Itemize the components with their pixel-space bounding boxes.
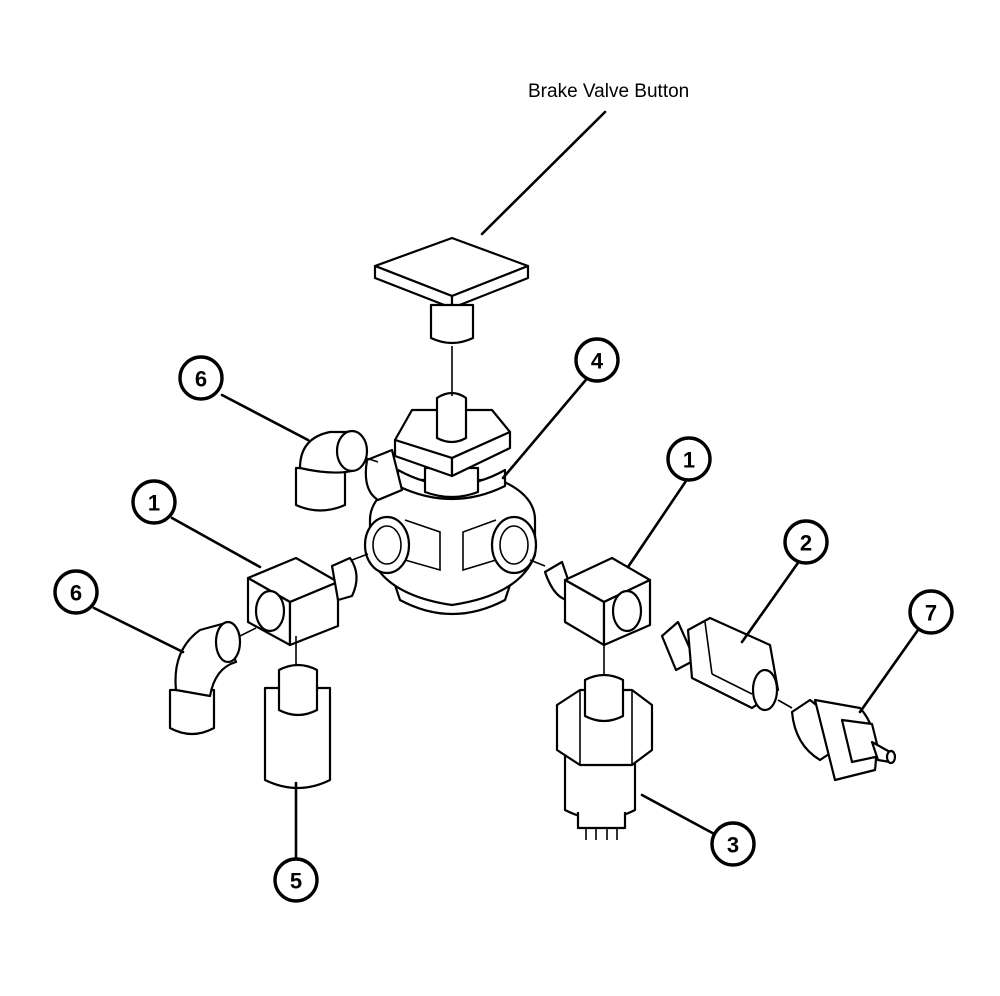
callout-7-leader bbox=[858, 628, 920, 714]
callout-7-text: 7 bbox=[925, 601, 937, 626]
callout-2-text: 2 bbox=[800, 531, 812, 556]
callout-3-leader bbox=[640, 793, 720, 838]
callout-4-leader bbox=[501, 373, 592, 480]
right-tee-fitting-part bbox=[529, 556, 652, 676]
callout-7: 7 bbox=[908, 589, 954, 635]
hex-adapter-part bbox=[660, 616, 793, 712]
callout-6-lower: 6 bbox=[53, 569, 99, 615]
brake-valve-button-part bbox=[373, 236, 530, 384]
callout-1-left: 1 bbox=[131, 479, 177, 525]
callout-3: 3 bbox=[710, 821, 756, 867]
callout-6-lower-text: 6 bbox=[70, 581, 82, 606]
callout-1-right-text: 1 bbox=[683, 448, 695, 473]
plug-part bbox=[263, 636, 332, 790]
callout-6-upper-leader bbox=[220, 393, 310, 442]
lower-elbow-fitting-part bbox=[168, 620, 257, 736]
callout-3-text: 3 bbox=[727, 833, 739, 858]
callout-1-right: 1 bbox=[666, 436, 712, 482]
brake-valve-button-leader bbox=[480, 110, 607, 236]
brake-valve-button-label: Brake Valve Button bbox=[528, 81, 689, 102]
callout-4: 4 bbox=[574, 337, 620, 383]
callout-4-text: 4 bbox=[591, 349, 604, 374]
left-tee-fitting-part bbox=[246, 553, 369, 647]
callout-1-left-text: 1 bbox=[148, 491, 160, 516]
switch-part bbox=[555, 673, 654, 840]
sensor-part bbox=[790, 698, 897, 782]
callout-5-text: 5 bbox=[290, 869, 302, 894]
valve-body-part bbox=[363, 384, 538, 615]
callout-6-lower-leader bbox=[92, 606, 185, 654]
callout-1-left-leader bbox=[170, 516, 262, 569]
callout-1-right-leader bbox=[626, 476, 690, 569]
callout-6-upper: 6 bbox=[178, 355, 224, 401]
upper-elbow-fitting-part bbox=[294, 429, 379, 512]
callout-2-leader bbox=[740, 558, 802, 644]
callout-2: 2 bbox=[783, 519, 829, 565]
callout-5: 5 bbox=[273, 857, 319, 903]
callout-6-upper-text: 6 bbox=[195, 367, 207, 392]
